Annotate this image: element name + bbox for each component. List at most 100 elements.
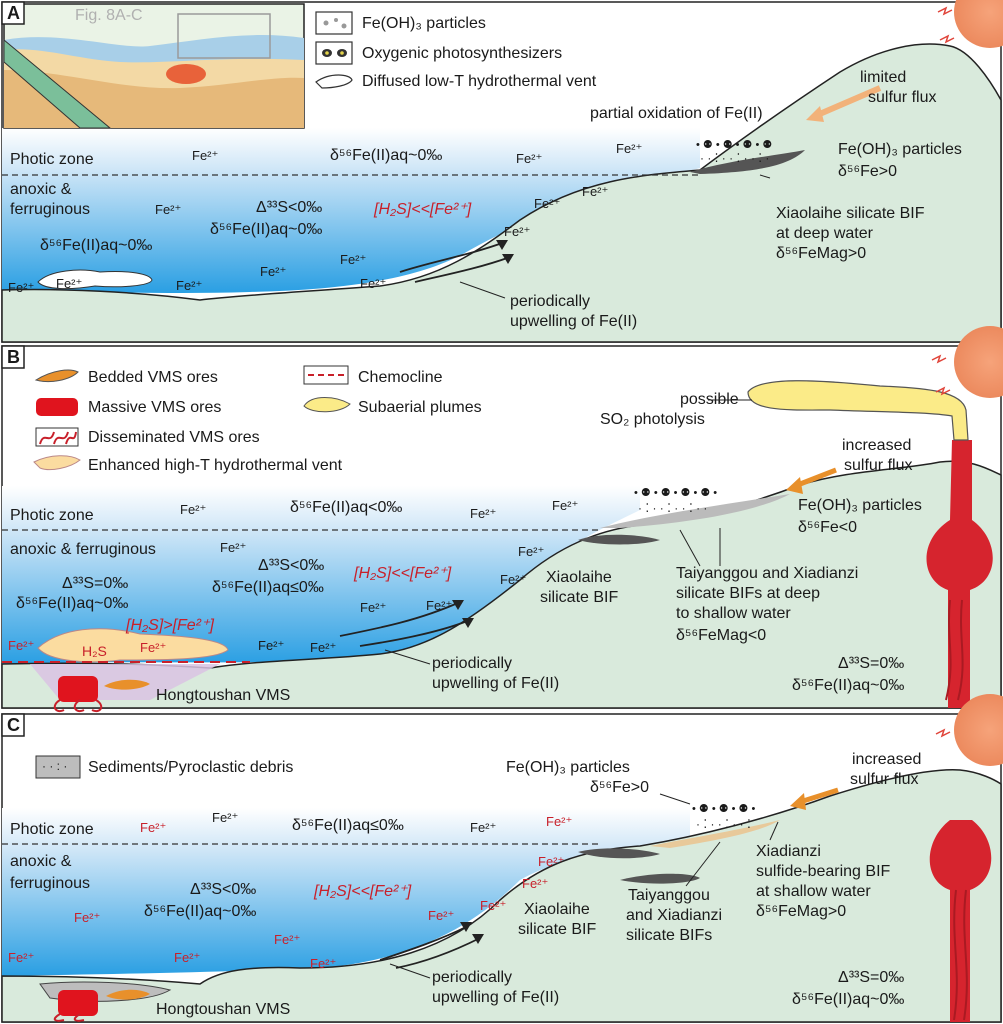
fe-label: Fe²⁺ [504, 224, 530, 239]
taiyanggou-label: Taiyanggou [628, 887, 710, 904]
fe-label: Fe²⁺ [310, 640, 336, 655]
panel-b: • ⚉ • ⚉ • ⚉ • ⚉ • · ⁚ · · ⁚ · · ⁚ · · B … [1, 326, 1003, 712]
legend-label: Disseminated VMS ores [88, 429, 260, 446]
fe-label: Fe²⁺ [534, 196, 560, 211]
ferruginous-label: ferruginous [10, 201, 90, 218]
subaerial-plume-icon [303, 397, 351, 413]
massive-vms-b [58, 676, 98, 702]
fe-label: Fe²⁺ [616, 141, 642, 156]
vms-label: Hongtoushan VMS [156, 1001, 290, 1018]
d33s-label: Δ³³S<0‰ [258, 557, 324, 574]
particles-label: Fe(OH)₃ particles [798, 497, 922, 514]
legend-label: Subaerial plumes [358, 399, 482, 416]
anoxic-label: anoxic & ferruginous [10, 541, 156, 558]
taiyanggou-label: to shallow water [676, 605, 791, 622]
photic-zone-label: Photic zone [10, 151, 94, 168]
land-a [1, 43, 1002, 343]
fe-label: Fe²⁺ [480, 898, 506, 913]
xiaolaihe-label: Xiaolaihe [524, 901, 590, 918]
d56fe-label: δ⁵⁶Fe(II)aq≤0‰ [292, 817, 404, 834]
fe-label: Fe²⁺ [522, 876, 548, 891]
fe-label: Fe²⁺ [516, 151, 542, 166]
upwelling-label: periodically [510, 293, 590, 310]
photic-zone-label: Photic zone [10, 507, 94, 524]
low-t-vent-icon [315, 74, 353, 89]
xiaolaihe-label: silicate BIF [540, 589, 618, 606]
fe-label: Fe²⁺ [340, 252, 366, 267]
anoxic-label: anoxic & [10, 181, 72, 198]
h2s-ratio-label: [H₂S]>[Fe²⁺] [125, 617, 214, 634]
legend-label: Bedded VMS ores [88, 369, 218, 386]
fe-label: Fe²⁺ [140, 820, 166, 835]
flux-label: sulfur flux [868, 89, 936, 106]
xiaolaihe-label: silicate BIF [518, 921, 596, 938]
fe-label: Fe²⁺ [56, 276, 82, 291]
svg-text:· ⁚ · · ⁚ · · ⁚: · ⁚ · · ⁚ · · ⁚ [696, 817, 751, 831]
fe-label: Fe²⁺ [274, 932, 300, 947]
panel-a: Fig. 8A-C A Fe(OH)₃ particles Oxygenic p… [1, 0, 1003, 343]
fe-label: Fe²⁺ [426, 598, 452, 613]
legend-label: Diffused low-T hydrothermal vent [362, 73, 597, 90]
bif-label: at deep water [776, 225, 874, 242]
d33s-label: Δ³³S<0‰ [190, 881, 256, 898]
d56fe-label: δ⁵⁶Fe(II)aq~0‰ [16, 595, 128, 612]
flux-label: limited [860, 69, 906, 86]
sun-icon [954, 0, 1003, 48]
feoh3-particles-icon [315, 11, 353, 35]
fe-label: Fe²⁺ [546, 814, 572, 829]
h2s-ratio-label: [H₂S]<<[Fe²⁺] [353, 565, 452, 582]
ocean-c [2, 808, 690, 976]
panel-letter-c: C [7, 715, 20, 735]
panel-c: • ⚉ • ⚉ • ⚉ • · ⁚ · · ⁚ · · ⁚ C · · : · … [1, 694, 1003, 1023]
flux-label: sulfur flux [844, 457, 912, 474]
flux-label: increased [842, 437, 911, 454]
d56fe-label: δ⁵⁶Fe(II)aq≤0‰ [212, 579, 324, 596]
svg-text:· · : ·: · · : · [42, 759, 67, 773]
upwelling-label: periodically [432, 969, 512, 986]
d56fe-label: δ⁵⁶Fe(II)aq<0‰ [290, 499, 402, 516]
legend-a: Fe(OH)₃ particles Oxygenic photosynthesi… [315, 11, 597, 90]
legend-label: Massive VMS ores [88, 399, 221, 416]
fe-label: Fe²⁺ [518, 544, 544, 559]
taiyanggou-label: δ⁵⁶FeMag<0 [676, 627, 766, 644]
vms-label: Hongtoushan VMS [156, 687, 290, 704]
massive-vms-icon [36, 398, 78, 416]
d33s-label: Δ³³S=0‰ [838, 969, 904, 986]
fe-label: Fe²⁺ [258, 638, 284, 653]
volcano-conduit [926, 440, 993, 708]
particles-label: δ⁵⁶Fe>0 [590, 779, 649, 796]
so2-label: SO₂ photolysis [600, 411, 705, 428]
ocean-a [2, 128, 700, 293]
xiaolaihe-label: Xiaolaihe [546, 569, 612, 586]
legend-label: Enhanced high-T hydrothermal vent [88, 457, 343, 474]
fe-label: Fe²⁺ [8, 280, 34, 295]
fe-label: Fe²⁺ [220, 540, 246, 555]
fe-label: Fe²⁺ [310, 956, 336, 971]
taiyanggou-label: and Xiadianzi [626, 907, 722, 924]
fe-label: Fe²⁺ [8, 950, 34, 965]
svg-text:• ⚉ • ⚉ • ⚉ • ⚉ •: • ⚉ • ⚉ • ⚉ • ⚉ • [634, 487, 717, 499]
chemocline-icon [303, 365, 349, 385]
low-t-vent-a [37, 269, 153, 290]
xiadianzi-label: δ⁵⁶FeMag>0 [756, 903, 846, 920]
particles-a: • ⚉ • ⚉ • ⚉ • ⚉ · · ⁚ · · ⁚ · · ⁚ · [696, 139, 772, 165]
svg-text:· · ⁚ · · ⁚ · · ⁚ ·: · · ⁚ · · ⁚ · · ⁚ · [700, 151, 769, 165]
bedded-vms-icon [34, 369, 79, 383]
ferruginous-label: ferruginous [10, 875, 90, 892]
fe-label: Fe²⁺ [360, 600, 386, 615]
legend-label: Chemocline [358, 369, 443, 386]
inset-label: Fig. 8A-C [75, 7, 143, 24]
fe-label: Fe²⁺ [552, 498, 578, 513]
high-t-vent-icon [33, 455, 81, 471]
d33s-label: Δ³³S<0‰ [256, 199, 322, 216]
photic-zone-label: Photic zone [10, 821, 94, 838]
d33s-label: Δ³³S=0‰ [838, 655, 904, 672]
fe-label: Fe²⁺ [428, 908, 454, 923]
fe-label: Fe²⁺ [260, 264, 286, 279]
fe-label: Fe²⁺ [8, 638, 34, 653]
inset-map [3, 3, 305, 129]
flux-label: sulfur flux [850, 771, 918, 788]
bif-deposit-a [690, 150, 805, 174]
particles-label: Fe(OH)₃ particles [838, 141, 962, 158]
particles-label: Fe(OH)₃ particles [506, 759, 630, 776]
